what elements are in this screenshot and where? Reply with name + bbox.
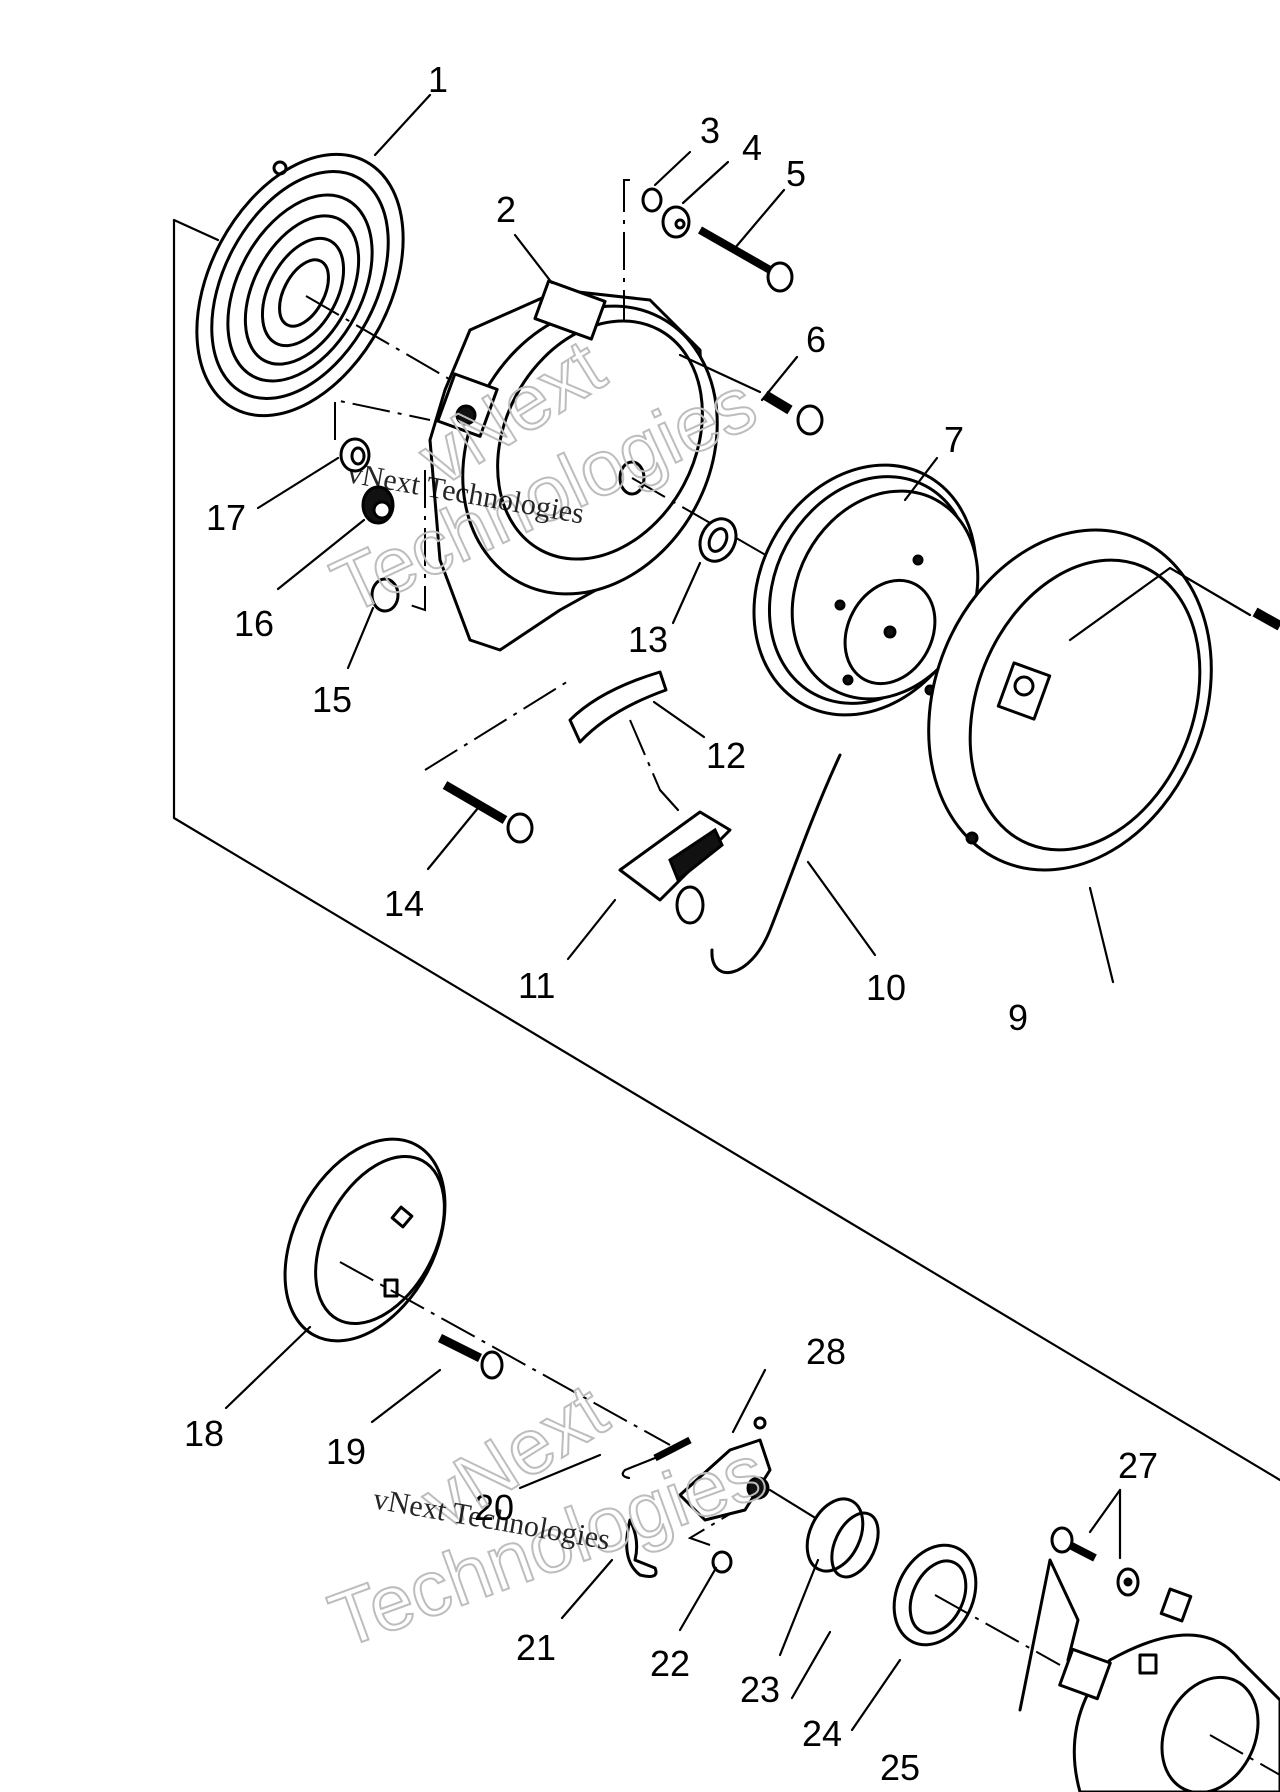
callout-23: 23 [740,1669,780,1710]
part-21-pawl [625,1518,658,1578]
callout-12: 12 [706,735,746,776]
part-6-bolt [678,353,824,436]
callout-16: 16 [234,603,274,644]
leader-15 [346,606,375,670]
leader-2 [513,233,554,285]
callout-10: 10 [866,967,906,1008]
leader-9 [1088,886,1115,984]
callout-18: 18 [184,1413,224,1454]
callout-22: 22 [650,1643,690,1684]
part-7-rope-reel [752,463,980,717]
leader-17 [256,456,340,510]
callout-1: 1 [428,59,448,100]
part-17-washer [339,437,371,473]
axis-line-plate [1209,1734,1280,1776]
callout-3: 3 [700,110,720,151]
leader-6 [760,355,799,402]
leader-18 [224,1325,312,1410]
callout-7: 7 [944,419,964,460]
part-15-sleeve [370,577,400,613]
part-27-bolt-washer [1050,1526,1140,1597]
part-22-pin [687,1507,741,1574]
callout-21: 21 [516,1627,556,1668]
callout-15: 15 [312,679,352,720]
bracket-line-15 [409,470,426,612]
part-14-bolt [424,679,571,844]
leader-11 [566,898,617,961]
leader-12 [652,700,706,739]
part-12-insert [568,670,668,744]
part-23-collar [805,1497,880,1579]
upper-group-bracket [172,218,1280,1482]
leader-7 [903,456,939,502]
callout-28: 28 [806,1331,846,1372]
callout-27: 27 [1118,1445,1158,1486]
part-28-ratchet [678,1416,772,1522]
part-5-bolt [698,226,794,293]
part-19-bolt [437,1333,504,1380]
callout-2: 2 [496,189,516,230]
axis-line-24 [934,1594,1061,1666]
bracket-line-9 [1068,566,1252,642]
callout-24: 24 [802,1713,842,1754]
part-8-bolt-partial [1252,607,1280,631]
callout-19: 19 [326,1431,366,1472]
part-1-recoil-spring [195,152,405,418]
part-3-nut [641,187,663,213]
callout-20: 20 [474,1487,514,1528]
callout-6: 6 [806,319,826,360]
part-9-cover [927,528,1213,872]
callout-9: 9 [1008,997,1028,1038]
leader-23 [778,1558,820,1657]
callout-25: 25 [880,1747,920,1788]
leader-24 [790,1630,832,1700]
leader-21 [560,1558,614,1620]
part-18-drum [283,1137,447,1343]
leader-1 [373,93,432,157]
part-10-rope [710,753,842,975]
leader-4 [681,160,730,205]
axis-line-3 [623,179,630,320]
part-25-spring [1018,1558,1080,1712]
part-lower-plate [1058,1587,1280,1792]
axis-line-handle [629,719,661,791]
part-2-starter-housing [428,279,719,652]
leader-20 [518,1453,602,1490]
part-11-handle [618,788,732,925]
callout-labels: 1 2 3 4 5 6 7 9 10 11 12 13 14 15 16 17 … [184,59,1158,1788]
leader-3 [653,150,692,187]
callout-11: 11 [518,965,555,1006]
leader-22 [678,1566,718,1632]
leader-25 [850,1658,902,1732]
leader-19 [370,1368,442,1424]
axis-line-18 [339,1261,671,1446]
leader-27a [1088,1488,1122,1534]
callout-13: 13 [628,619,668,660]
leader-13 [671,561,702,625]
callout-14: 14 [384,883,424,924]
callout-5: 5 [786,153,806,194]
leader-5 [733,188,786,250]
leader-14 [426,806,480,871]
part-16-nut [361,485,395,525]
leader-10 [806,860,877,957]
part-4-washer [661,205,691,239]
leader-lines [224,93,1122,1732]
part-20-spring [621,1436,692,1480]
leader-28 [731,1368,767,1434]
part-13-seal [698,517,738,563]
callout-4: 4 [742,127,762,168]
bracket-line-17 [334,398,431,440]
leader-16 [276,518,366,591]
callout-17: 17 [206,497,246,538]
